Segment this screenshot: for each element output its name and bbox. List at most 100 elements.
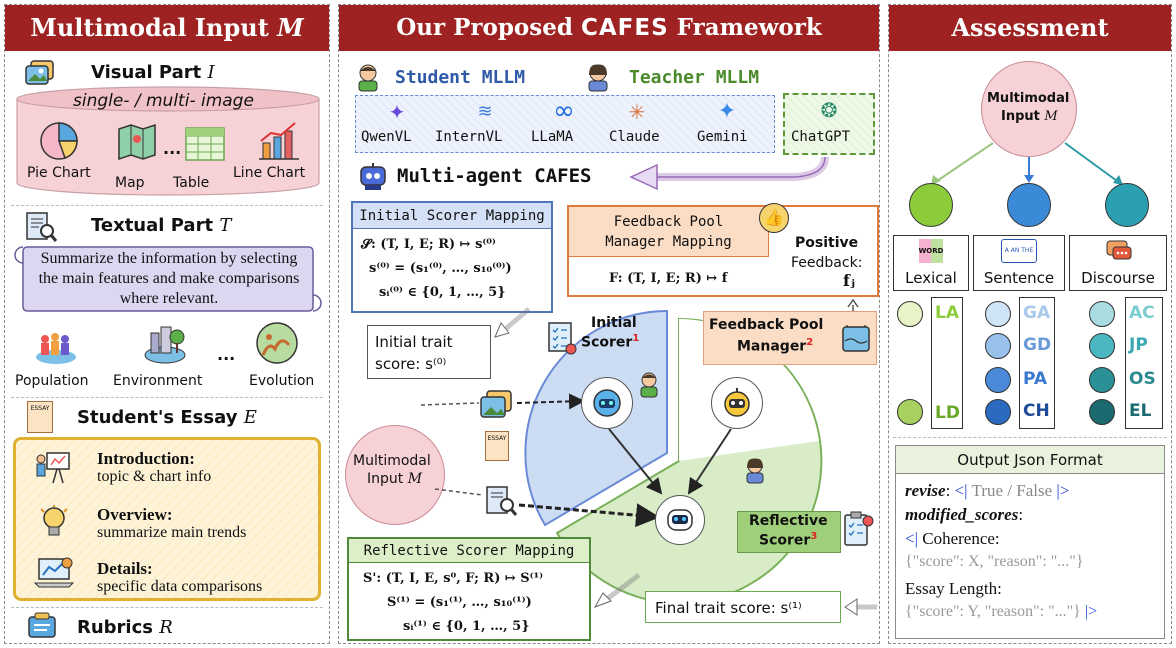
model-internvl: InternVL xyxy=(435,129,503,145)
assessment-panel: Assessment Multimodal Input M WORD Lexic… xyxy=(888,4,1172,644)
teacher-model-box xyxy=(783,93,875,155)
initial-scorer-line2: Scorer xyxy=(581,334,633,351)
trait-os: OS xyxy=(1129,369,1156,389)
framework-title-pre: Our Proposed xyxy=(396,14,573,41)
student-avatar-icon xyxy=(355,63,381,92)
prompt-scroll xyxy=(14,246,322,312)
population-label: Population xyxy=(15,373,89,389)
framework-title-post: Framework xyxy=(676,14,822,41)
reflective-scorer-sup: 3 xyxy=(810,531,818,542)
lexical-node xyxy=(909,183,953,227)
lexical-label: Lexical xyxy=(905,269,957,287)
details-head: Details: xyxy=(97,559,153,578)
document-search-icon-middle xyxy=(485,485,518,517)
lightbulb-icon xyxy=(39,505,69,539)
mm-input-circle-middle xyxy=(345,425,445,525)
model-gemini: Gemini xyxy=(697,129,748,145)
final-trait-box xyxy=(645,591,841,623)
lexical-word-icon: WORD xyxy=(919,239,943,263)
reflective-scorer-line2: Scorer xyxy=(759,532,811,549)
details-body: specific data comparisons xyxy=(97,578,263,595)
chat-icon xyxy=(1105,239,1133,263)
clipboard-icon xyxy=(843,511,874,547)
reflective-mapping-line2: S⁽¹⁾ = (s₁⁽¹⁾, …, s₁₀⁽¹⁾) xyxy=(387,595,532,610)
overview-head: Overview: xyxy=(97,505,173,524)
rubrics-symbol: R xyxy=(159,617,173,638)
sentence-article-icon: A AN THE xyxy=(1001,239,1037,263)
reflective-scorer-label-box xyxy=(737,511,841,553)
discourse-traits-box xyxy=(1125,297,1163,429)
image-gallery-icon xyxy=(25,59,55,87)
flow-arrows xyxy=(420,393,732,528)
sentence-traits-box xyxy=(1019,297,1055,429)
image-stack-icon xyxy=(479,389,515,421)
mm-input-right-symbol: M xyxy=(1044,109,1058,124)
positive-feedback-symbol: fⱼ xyxy=(843,271,855,290)
reflective-robot-icon xyxy=(664,504,696,536)
model-llama: LLaMA xyxy=(531,129,574,145)
line-chart-icon xyxy=(257,121,301,161)
trait-ga: GA xyxy=(1023,303,1051,323)
student-mllm-label: Student MLLM xyxy=(395,67,526,88)
feedback-mapping-title: Feedback Pool Manager Mapping xyxy=(569,207,769,257)
line-chart-label: Line Chart xyxy=(233,165,306,181)
pie-chart-label: Pie Chart xyxy=(27,165,91,181)
teacher-avatar-small-icon xyxy=(743,457,767,484)
sentence-label: Sentence xyxy=(983,269,1055,287)
laptop-chart-icon xyxy=(33,555,75,591)
mm-input-circle-right xyxy=(981,61,1077,157)
coherence-value: {"score": X, "reason": "..."} xyxy=(905,553,1084,570)
fpm-line1: Feedback Pool xyxy=(709,317,824,333)
essay-doc-icon: ESSAY xyxy=(27,401,53,433)
table-icon xyxy=(185,127,225,161)
map-label: Map xyxy=(115,175,145,191)
visual-part-title: Visual Part xyxy=(91,62,202,83)
output-json-box xyxy=(895,445,1165,639)
to-reflective-mapping-arrow xyxy=(593,573,641,608)
left-divider-3 xyxy=(11,607,323,608)
sentence-box xyxy=(973,235,1065,291)
initial-mapping-line3: sᵢ⁽⁰⁾ ∈ {0, 1, …, 5} xyxy=(379,285,506,300)
fpm-sup: 2 xyxy=(806,337,814,348)
essay-length-label: Essay Length: xyxy=(905,579,1002,598)
reflective-mapping-line1: S': (T, I, E, s⁰, F; R) ↦ S⁽¹⁾ xyxy=(363,571,544,586)
gd-dot xyxy=(985,333,1011,359)
ch-dot xyxy=(985,399,1011,425)
student-avatar-small-icon xyxy=(637,371,661,398)
chatgpt-icon: ❂ xyxy=(820,98,838,122)
discourse-node xyxy=(1105,183,1149,227)
essay-length-value: {"score": Y, "reason": "..."} xyxy=(905,603,1081,620)
llama-icon: ∞ xyxy=(553,96,575,126)
teacher-avatar-icon xyxy=(585,63,611,92)
ac-dot xyxy=(1089,301,1115,327)
document-search-icon xyxy=(25,211,58,243)
sentence-icon-text: A AN THE xyxy=(1004,247,1034,254)
discourse-label: Discourse xyxy=(1081,269,1155,287)
table-label: Table xyxy=(173,175,210,191)
textual-part-symbol: T xyxy=(219,215,232,236)
os-dot xyxy=(1089,367,1115,393)
teacher-model-chatgpt: ChatGPT xyxy=(791,129,851,145)
student-robot-icon xyxy=(591,387,623,419)
final-trait-score: Final trait score: s⁽¹⁾ xyxy=(655,599,802,617)
internvl-icon: ≋ xyxy=(477,101,493,122)
initial-mapping-title: Initial Scorer Mapping xyxy=(353,203,551,229)
ga-dot xyxy=(985,301,1011,327)
trait-jp: JP xyxy=(1129,335,1148,355)
trait-gd: GD xyxy=(1023,335,1052,355)
initial-mapping-line2: s⁽⁰⁾ = (s₁⁽⁰⁾, …, s₁₀⁽⁰⁾) xyxy=(369,261,512,276)
visual-part-symbol: I xyxy=(207,62,215,83)
textual-ellipsis: ... xyxy=(217,345,236,364)
to-output-arrow xyxy=(844,598,877,616)
rubrics-title: Rubrics xyxy=(77,617,153,638)
trait-pa: PA xyxy=(1023,369,1048,389)
essay-symbol: E xyxy=(243,407,257,428)
la-dot xyxy=(897,301,923,327)
trait-ld: LD xyxy=(935,403,960,423)
teacher-robot-icon xyxy=(721,387,753,419)
essay-doc-icon-middle: ESSAY xyxy=(485,431,509,461)
trait-el: EL xyxy=(1129,401,1152,421)
to-initial-trait-arrow xyxy=(494,307,531,338)
lexical-box xyxy=(893,235,969,291)
environment-icon xyxy=(143,321,187,365)
